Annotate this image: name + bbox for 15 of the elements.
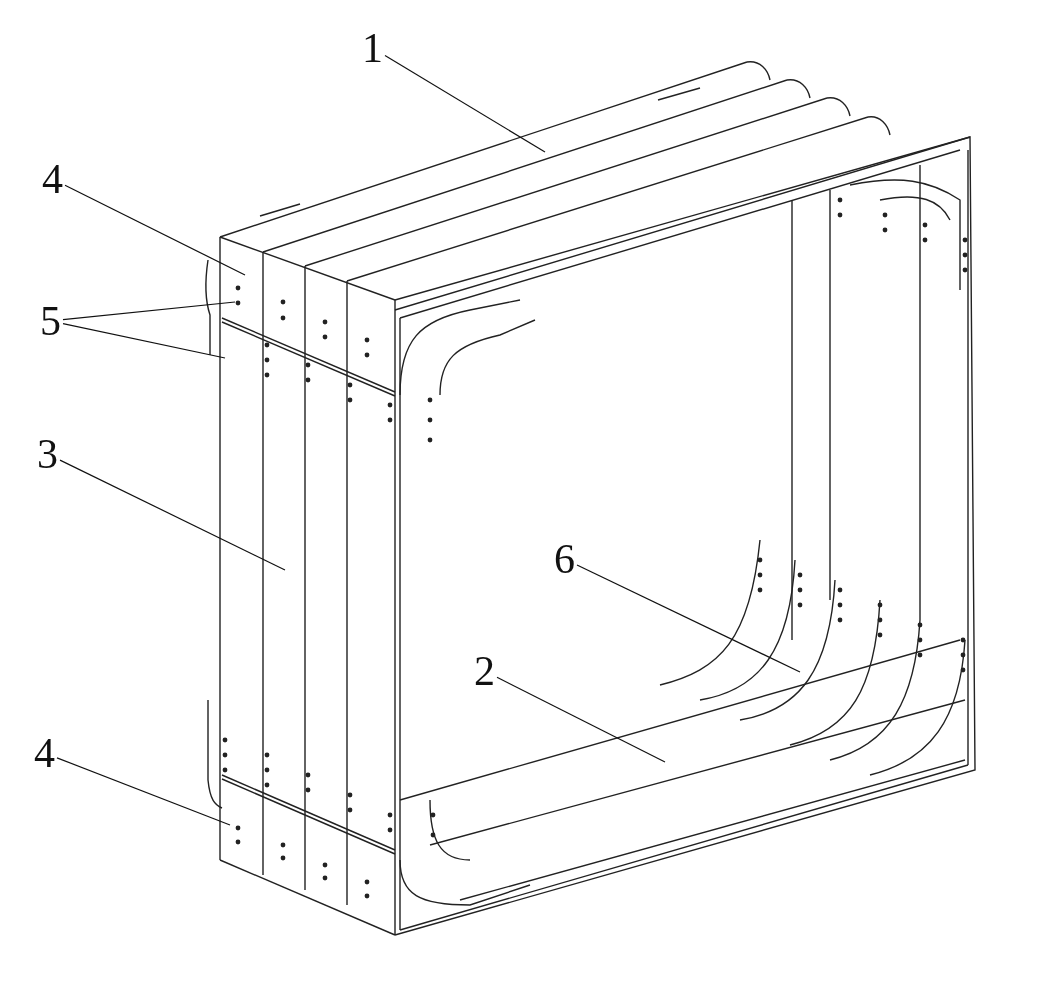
callout-number: 4 bbox=[32, 732, 57, 774]
callout-number: 6 bbox=[552, 538, 577, 580]
leader-line bbox=[62, 323, 226, 359]
callout-number: 4 bbox=[40, 158, 65, 200]
callout-number: 1 bbox=[360, 27, 385, 69]
leader-line bbox=[576, 564, 801, 673]
leader-line bbox=[56, 757, 231, 826]
callout-number: 3 bbox=[35, 433, 60, 475]
leader-line bbox=[384, 54, 546, 153]
callout-number: 2 bbox=[472, 650, 497, 692]
leader-line bbox=[62, 301, 236, 321]
leader-line bbox=[64, 184, 246, 276]
callout-number: 5 bbox=[38, 300, 63, 342]
leader-line bbox=[59, 459, 286, 571]
leader-line bbox=[496, 676, 666, 763]
